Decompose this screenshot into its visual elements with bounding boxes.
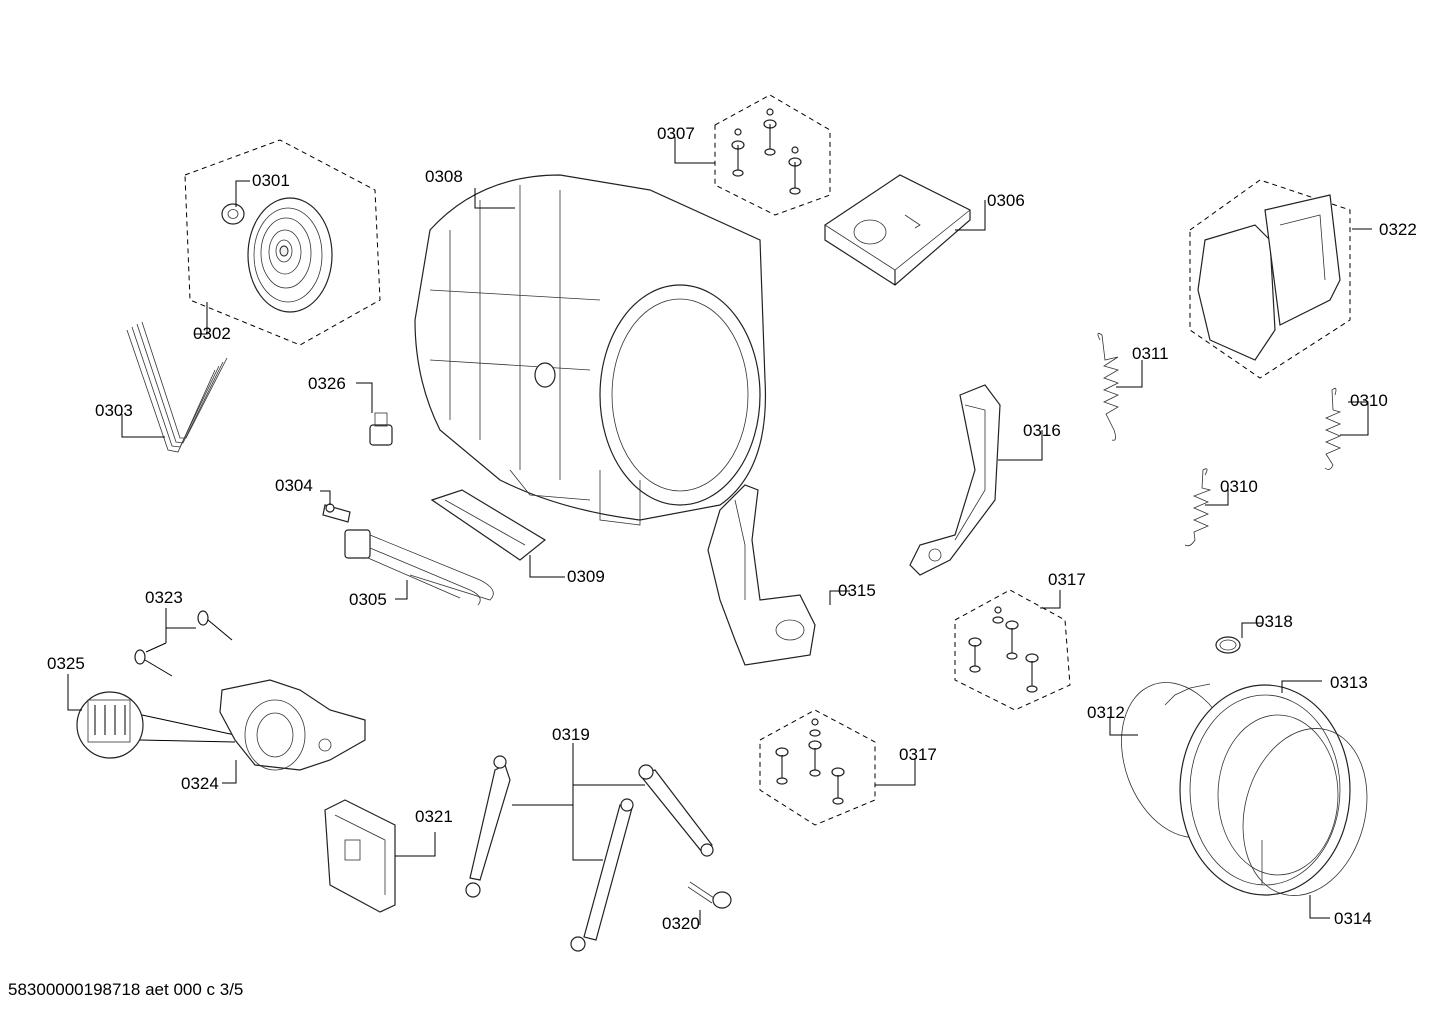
- label-0310-left: 0310: [1220, 477, 1258, 496]
- screw-0320-part: [687, 881, 732, 909]
- label-0323: 0323: [145, 588, 183, 607]
- motor-part: [219, 679, 366, 771]
- label-0311: 0311: [1132, 344, 1169, 363]
- screw-set-middle: [954, 589, 1071, 711]
- label-0304: 0304: [275, 476, 313, 495]
- label-0303: 0303: [95, 401, 133, 420]
- tub-part: [414, 174, 767, 526]
- label-0310-right: 0310: [1350, 391, 1388, 410]
- label-0305: 0305: [349, 590, 387, 609]
- document-footer-code: 58300000198718 aet 000 c 3/5: [8, 980, 244, 999]
- shock-absorbers-part: [465, 755, 714, 952]
- bushing-part: [221, 203, 245, 225]
- door-gasket-group: [1121, 682, 1368, 896]
- top-cover-part: [824, 174, 971, 286]
- baffle-part: [430, 489, 547, 561]
- spring-0311: [1097, 332, 1120, 441]
- label-0313: 0313: [1330, 673, 1368, 692]
- sensor-part: [369, 412, 393, 446]
- label-0312: 0312: [1087, 703, 1125, 722]
- label-0318: 0318: [1255, 612, 1293, 631]
- screw-set-top: [714, 94, 831, 216]
- spring-0310-right: [1324, 387, 1342, 470]
- label-0308: 0308: [425, 167, 463, 186]
- label-0325: 0325: [47, 654, 85, 673]
- spring-0310-left: [1184, 468, 1212, 547]
- pulley-group: [184, 139, 381, 346]
- label-0320: 0320: [662, 914, 700, 933]
- heater-part: [344, 529, 494, 606]
- leader-lines: [67, 137, 1372, 925]
- label-0307: 0307: [657, 124, 695, 143]
- label-0309: 0309: [567, 567, 605, 586]
- screw-set-lower: [759, 709, 876, 826]
- ntc-sensor-part: [322, 503, 351, 523]
- label-0314: 0314: [1334, 909, 1372, 928]
- label-0324: 0324: [181, 774, 219, 793]
- counterweight-left-part: [707, 484, 816, 666]
- motor-connector-part: [76, 691, 236, 759]
- electronic-module-part: [324, 799, 396, 913]
- pulley-part: [247, 197, 333, 313]
- label-0319: 0319: [552, 725, 590, 744]
- label-0316: 0316: [1023, 421, 1061, 440]
- label-0321: 0321: [415, 807, 453, 826]
- drive-belt-part: [126, 321, 228, 453]
- label-0302: 0302: [193, 324, 231, 343]
- label-0301: 0301: [252, 171, 290, 190]
- hose-clamp-part: [1215, 636, 1241, 654]
- control-module-group: [1189, 179, 1351, 379]
- label-0322: 0322: [1379, 220, 1417, 239]
- label-0306: 0306: [987, 191, 1025, 210]
- label-0326: 0326: [308, 374, 346, 393]
- label-0317-lower: 0317: [899, 745, 937, 764]
- label-0315: 0315: [838, 581, 876, 600]
- counterweight-right-part: [909, 384, 1001, 576]
- callout-labels: 0301 0302 0303 0304 0305 0306 0307 0308 …: [47, 124, 1417, 933]
- label-0317-upper: 0317: [1048, 570, 1086, 589]
- motor-screws-part: [134, 610, 233, 677]
